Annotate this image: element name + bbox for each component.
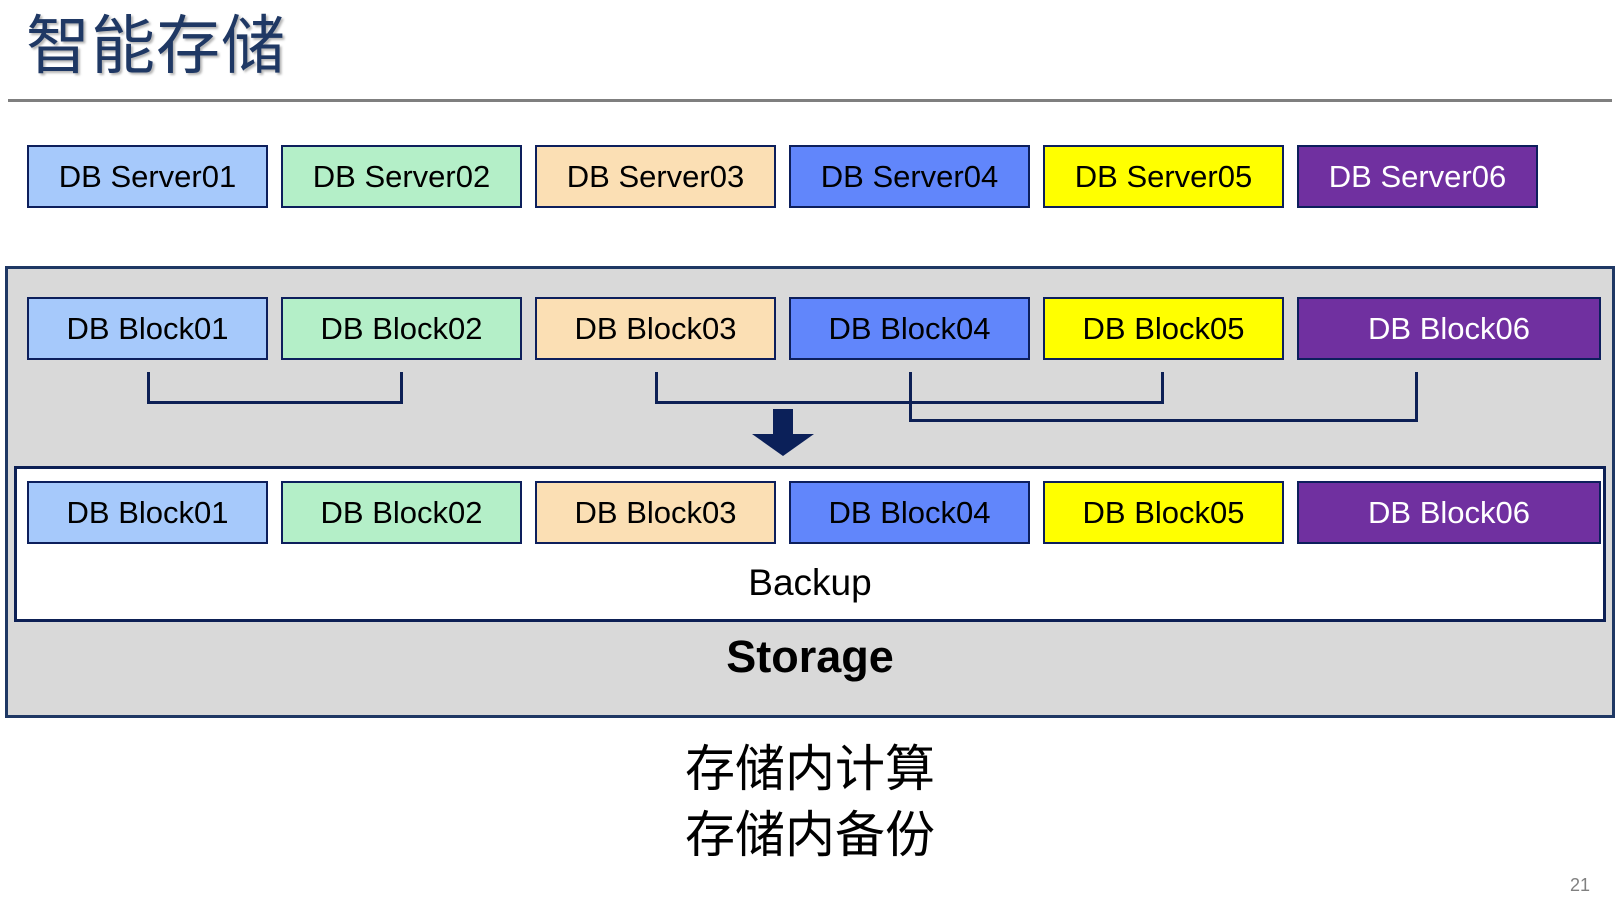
- page-number: 21: [1569, 875, 1590, 895]
- caption-text: 存储内计算存储内备份: [0, 736, 1620, 868]
- page-title: 智能存储: [26, 10, 286, 82]
- db-block-backup-box-4: DB Block04: [789, 481, 1030, 544]
- caption-line-2: 存储内备份: [685, 807, 935, 863]
- db-server-box-5: DB Server05: [1043, 145, 1284, 208]
- db-block-source-box-1: DB Block01: [27, 297, 268, 360]
- db-block-backup-box-5: DB Block05: [1043, 481, 1284, 544]
- db-block-source-box-5: DB Block05: [1043, 297, 1284, 360]
- db-block-source-box-4: DB Block04: [789, 297, 1030, 360]
- db-block-backup-box-6: DB Block06: [1297, 481, 1601, 544]
- backup-label: Backup: [748, 562, 872, 603]
- db-server-box-3: DB Server03: [535, 145, 776, 208]
- db-server-box-4: DB Server04: [789, 145, 1030, 208]
- connector-block01-block02: [147, 372, 403, 404]
- db-block-source-box-2: DB Block02: [281, 297, 522, 360]
- db-server-box-2: DB Server02: [281, 145, 522, 208]
- flow-arrow-down-icon: [752, 409, 814, 456]
- title-divider: [8, 99, 1612, 102]
- db-server-box-1: DB Server01: [27, 145, 268, 208]
- caption-line-1: 存储内计算: [685, 741, 935, 797]
- db-server-box-6: DB Server06: [1297, 145, 1538, 208]
- db-block-backup-box-2: DB Block02: [281, 481, 522, 544]
- connector-block04-block06: [909, 372, 1418, 422]
- storage-label: Storage: [726, 631, 894, 682]
- db-block-backup-box-3: DB Block03: [535, 481, 776, 544]
- db-block-source-box-6: DB Block06: [1297, 297, 1601, 360]
- db-block-source-box-3: DB Block03: [535, 297, 776, 360]
- db-block-backup-box-1: DB Block01: [27, 481, 268, 544]
